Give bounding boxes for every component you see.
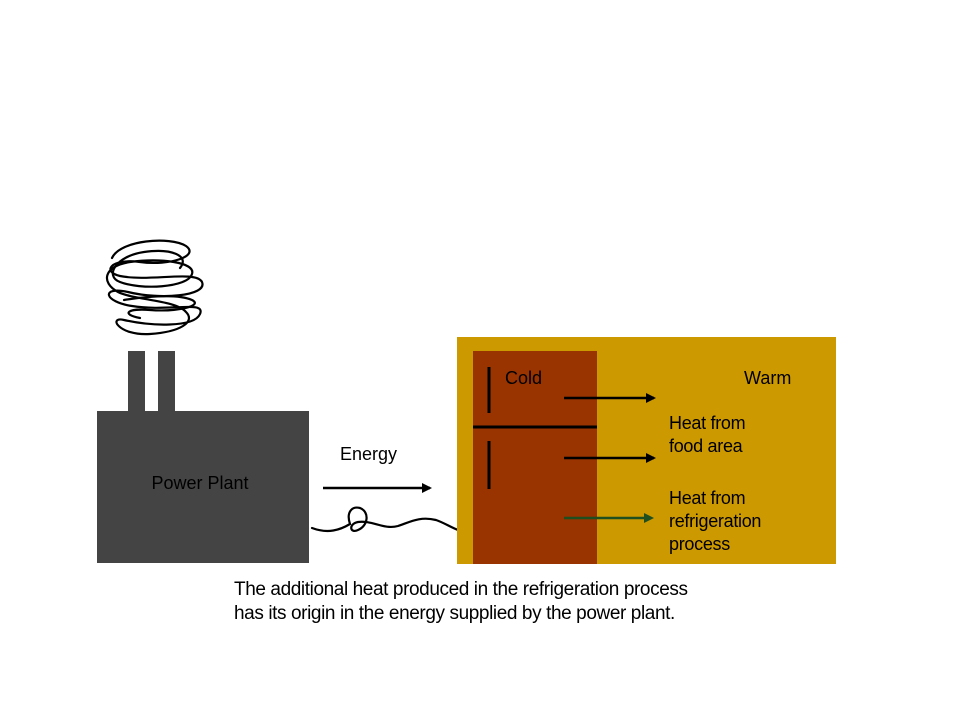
power-plant-label: Power Plant bbox=[151, 473, 248, 493]
smoke-scribble-icon bbox=[105, 239, 204, 336]
cold-label: Cold bbox=[505, 368, 542, 388]
heat-food-label: Heat from food area bbox=[669, 413, 750, 456]
chimney-right bbox=[158, 351, 175, 413]
power-wire-icon bbox=[310, 506, 476, 536]
power-plant-building bbox=[97, 411, 309, 563]
energy-label: Energy bbox=[340, 444, 397, 464]
heat-process-label: Heat from refrigeration process bbox=[669, 488, 766, 554]
caption: The additional heat produced in the refr… bbox=[234, 579, 692, 624]
warm-label: Warm bbox=[744, 368, 791, 388]
chimney-left bbox=[128, 351, 145, 413]
heat-arrow-process bbox=[564, 513, 654, 523]
